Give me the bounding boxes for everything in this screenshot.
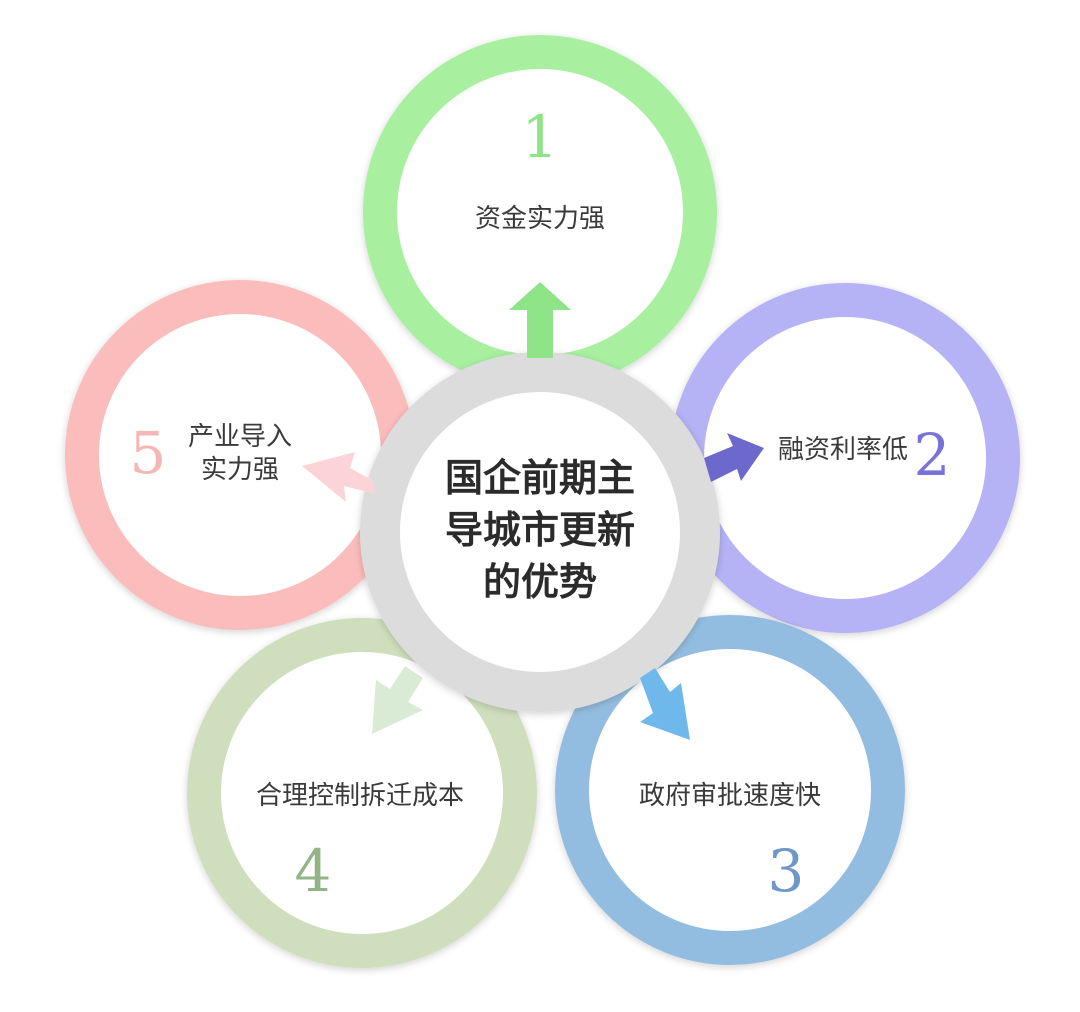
center-title-line: 的优势 xyxy=(482,560,597,604)
item-3-number: 3 xyxy=(767,837,805,905)
arrow-right-icon xyxy=(704,433,764,482)
arrow-down-left-icon xyxy=(372,666,423,734)
item-4-label: 合理控制拆迁成本 xyxy=(255,781,464,811)
item-5-label-line: 实力强 xyxy=(200,454,279,485)
item-4-number: 4 xyxy=(294,837,332,905)
item-2-label: 融资利率低 xyxy=(777,435,908,465)
item-2-number: 2 xyxy=(913,421,951,489)
arrow-up-icon xyxy=(509,282,571,358)
item-5-label-line: 产业导入 xyxy=(187,422,292,452)
ring-4 xyxy=(187,618,537,968)
arrow-left-icon xyxy=(302,452,376,502)
center-title-line: 导城市更新 xyxy=(444,508,635,552)
center-title-line: 国企前期主 xyxy=(444,456,635,500)
item-3-label: 政府审批速度快 xyxy=(638,781,821,811)
arrow-down-right-icon xyxy=(640,668,690,740)
item-1-label: 资金实力强 xyxy=(474,204,605,234)
item-5-number: 5 xyxy=(129,419,167,487)
center-circle xyxy=(360,352,720,712)
item-5-label: 产业导入 实力强 xyxy=(170,421,310,486)
ring-3 xyxy=(555,615,905,965)
center-title: 国企前期主 导城市更新 的优势 xyxy=(390,452,690,608)
item-1-number: 1 xyxy=(521,103,559,171)
